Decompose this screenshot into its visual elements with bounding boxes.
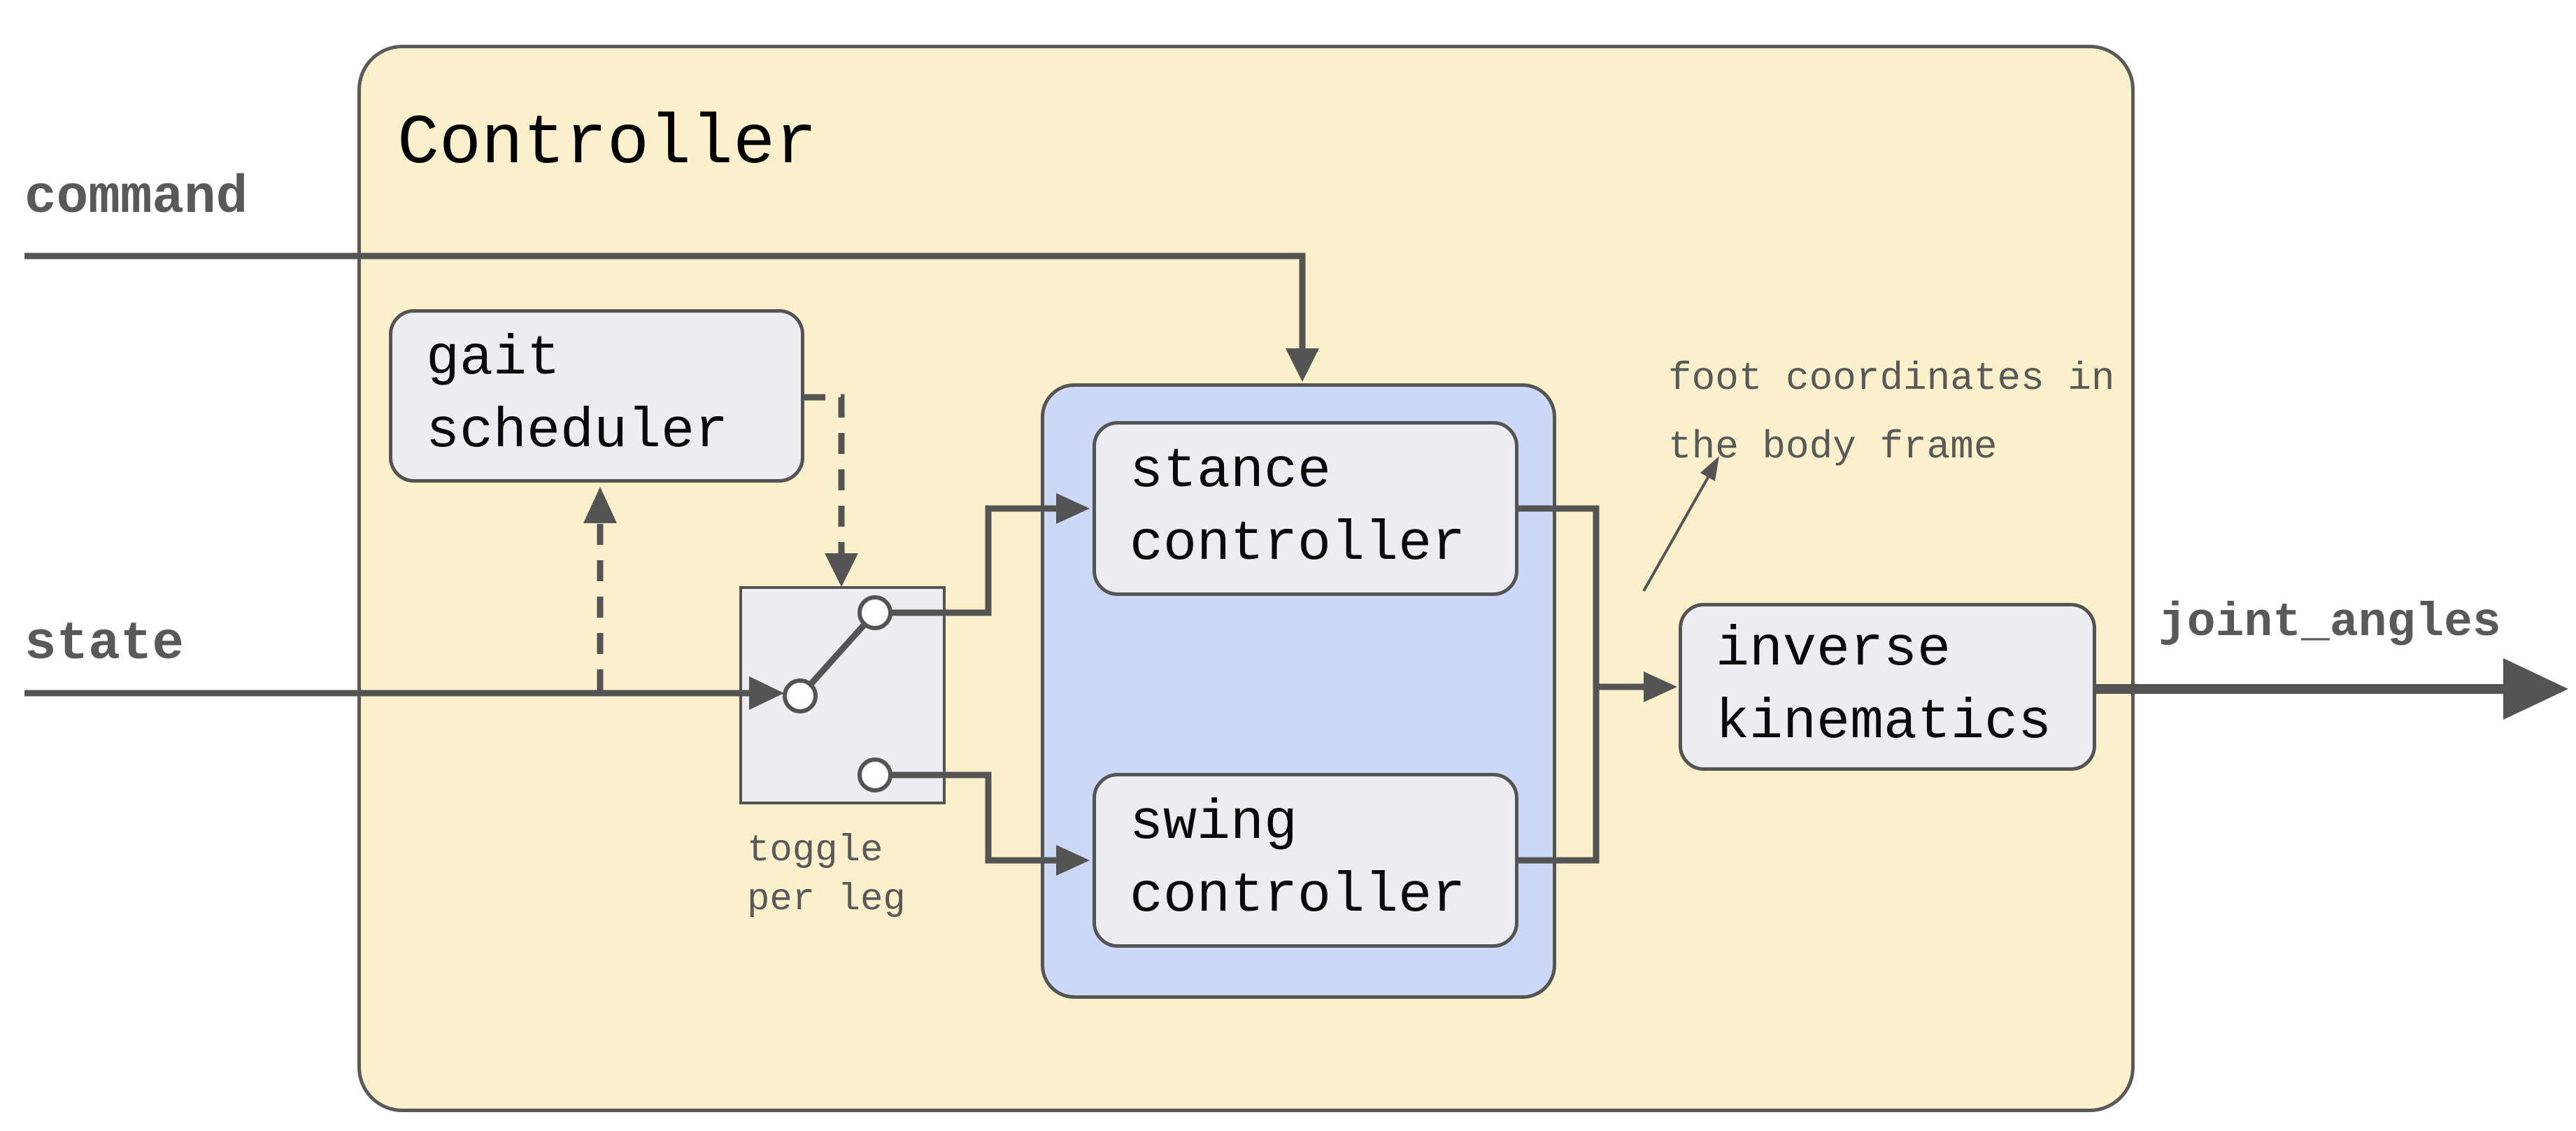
inverse-kinematics-block: inverse kinematics: [1679, 603, 2096, 771]
stance-controller-block: stance controller: [1093, 421, 1518, 596]
gait-scheduler-block: gait scheduler: [389, 309, 804, 483]
command-label: command: [24, 168, 248, 228]
foot-coordinates-note: foot coordinates in the body frame: [1668, 356, 2115, 469]
joint-angles-arrow: [2096, 658, 2568, 720]
controller-title: Controller: [397, 105, 818, 184]
joint-angles-label: joint_angles: [2158, 596, 2501, 650]
swing-controller-block: swing controller: [1093, 773, 1518, 948]
toggle-per-leg-note: toggle per leg: [747, 830, 906, 922]
toggle-switch-block: [739, 586, 946, 804]
state-label: state: [24, 614, 185, 674]
